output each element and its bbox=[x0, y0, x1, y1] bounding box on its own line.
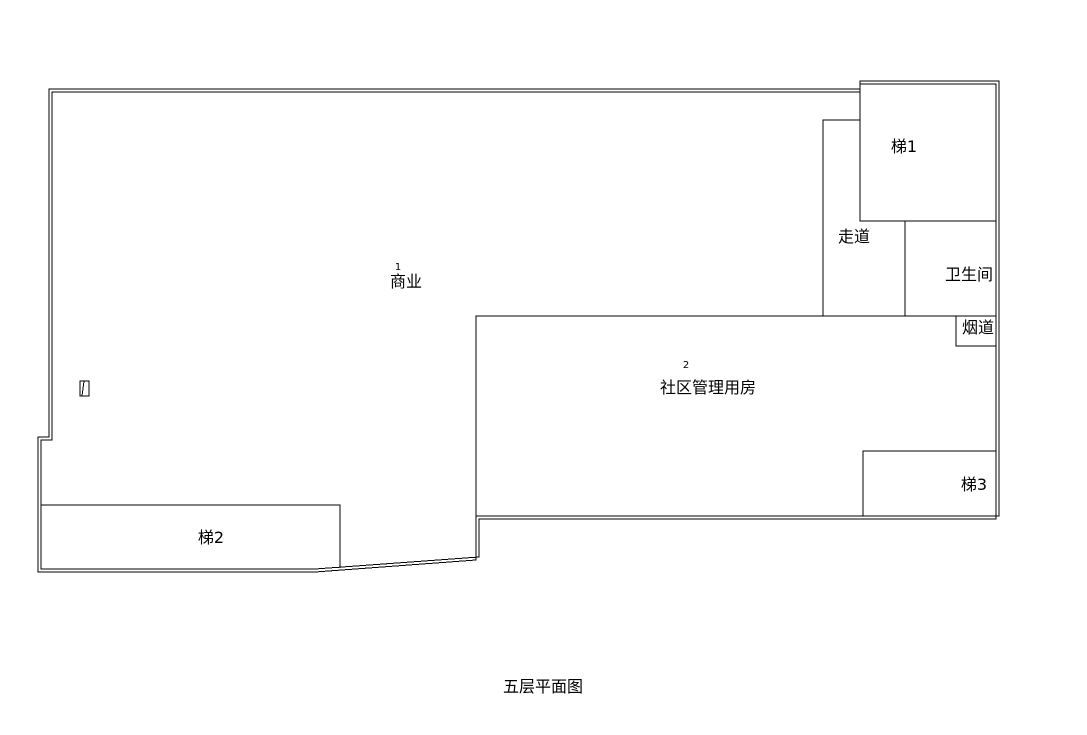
commercial-number: 1 bbox=[395, 262, 401, 273]
community-room-wall bbox=[475, 315, 996, 516]
stair2-label: 梯2 bbox=[198, 528, 224, 547]
flue-label: 烟道 bbox=[962, 318, 994, 337]
door-symbol bbox=[79, 380, 90, 397]
community-label: 社区管理用房 bbox=[660, 378, 756, 397]
stair2-room bbox=[41, 504, 341, 568]
door-symbol-swing bbox=[81, 380, 85, 397]
stair3-room bbox=[862, 450, 996, 516]
drawing-title: 五层平面图 bbox=[503, 677, 583, 696]
toilet-label: 卫生间 bbox=[945, 265, 993, 284]
stair1-room bbox=[859, 83, 997, 222]
commercial-label: 商业 bbox=[390, 272, 422, 291]
corridor-room bbox=[822, 119, 860, 316]
outer-wall-outer bbox=[37, 80, 1000, 573]
outer-wall-inner bbox=[40, 83, 997, 570]
flue-room bbox=[955, 316, 996, 347]
corridor-label: 走道 bbox=[838, 227, 870, 246]
stair3-label: 梯3 bbox=[961, 475, 987, 494]
community-number: 2 bbox=[683, 360, 689, 371]
stair1-label: 梯1 bbox=[891, 137, 917, 156]
